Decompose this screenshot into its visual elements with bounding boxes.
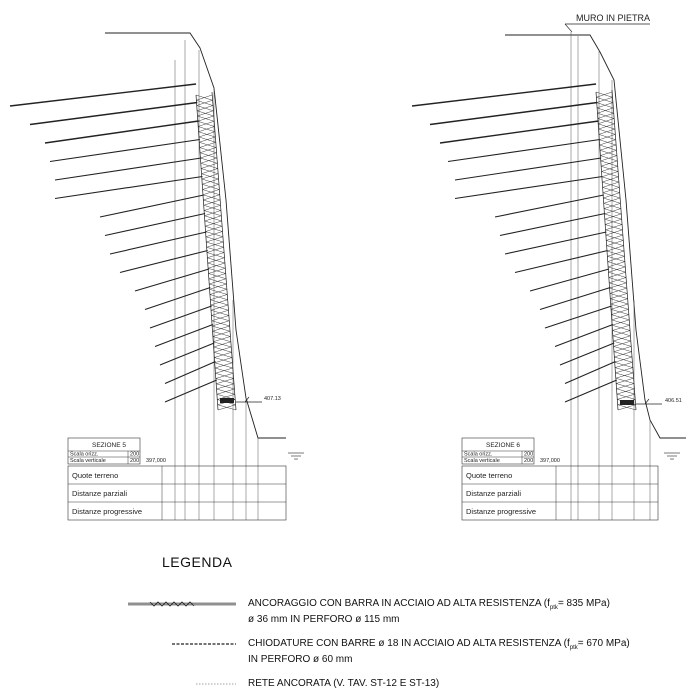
scale-v-label-left: Scala verticale bbox=[70, 458, 106, 464]
anchor-bar bbox=[109, 231, 207, 255]
anchor-bar bbox=[154, 323, 214, 348]
row-label-progressive-right: Distanze progressive bbox=[466, 507, 536, 516]
anchor-bar bbox=[54, 175, 203, 200]
section-5-verticals bbox=[174, 40, 259, 520]
anchored-net-band-left bbox=[195, 91, 237, 411]
anchor-bar bbox=[134, 268, 210, 292]
terrain-profile bbox=[105, 32, 286, 439]
anchor-bar bbox=[149, 305, 212, 329]
water-symbol-right bbox=[664, 452, 680, 460]
anchor-bars-right bbox=[411, 83, 618, 403]
anchor-bar bbox=[119, 249, 208, 274]
anchor-bar bbox=[54, 157, 202, 181]
wall-label: MURO IN PIETRA bbox=[576, 13, 650, 23]
anchor-bar bbox=[429, 101, 598, 126]
legend-anchor-line2: ø 36 mm IN PERFORO ø 115 mm bbox=[248, 614, 400, 625]
anchor-bar bbox=[454, 175, 603, 200]
legend-item-anchor: ANCORAGGIO CON BARRA IN ACCIAIO AD ALTA … bbox=[248, 598, 610, 626]
datum-left: 397,000 bbox=[146, 458, 166, 464]
anchor-bar bbox=[49, 138, 200, 163]
scale-h-value-left: 200 bbox=[130, 452, 139, 458]
row-label-parziali-left: Distanze parziali bbox=[72, 489, 127, 498]
section-title-right: SEZIONE 6 bbox=[486, 442, 520, 449]
anchor-bar bbox=[554, 323, 614, 348]
legend-item-net: RETE ANCORATA (V. TAV. ST-12 E ST-13) bbox=[248, 678, 440, 689]
anchor-bar bbox=[499, 212, 606, 237]
section-title-left: SEZIONE 5 bbox=[92, 442, 126, 449]
section-6-title-block: SEZIONE 6 Scala orizz. 200 Scala vertica… bbox=[461, 437, 560, 465]
anchor-bar bbox=[439, 120, 599, 144]
anchor-bar bbox=[564, 360, 616, 385]
anchor-bar bbox=[411, 83, 597, 107]
anchor-bar bbox=[539, 286, 611, 311]
legend-nail-line2: IN PERFORO ø 60 mm bbox=[248, 654, 353, 665]
scale-v-value-right: 200 bbox=[524, 458, 533, 464]
anchor-bar bbox=[447, 138, 600, 163]
row-label-progressive-left: Distanze progressive bbox=[72, 507, 142, 516]
anchor-bar bbox=[514, 249, 608, 274]
elevation-label-right: 406.51 bbox=[665, 398, 682, 404]
section-5-drawing: 407.13 SEZIONE 5 Scala orizz. 200 Scala … bbox=[9, 32, 304, 521]
row-label-quote-left: Quote terreno bbox=[72, 471, 118, 480]
scale-v-label-right: Scala verticale bbox=[464, 458, 500, 464]
legend-title: LEGENDA bbox=[162, 554, 233, 570]
legend-nail-line1: CHIODATURE CON BARRE ø 18 IN ACCIAIO AD … bbox=[248, 638, 630, 651]
scale-v-value-left: 200 bbox=[130, 458, 139, 464]
datum-right: 397,000 bbox=[540, 458, 560, 464]
anchor-bar bbox=[144, 286, 211, 311]
legend-symbol-anchor bbox=[128, 601, 236, 607]
anchor-bar bbox=[9, 83, 197, 107]
anchor-bar bbox=[564, 379, 618, 403]
terrain-profile-right bbox=[505, 34, 686, 439]
elevation-marker-right: 406.51 bbox=[620, 398, 682, 405]
elevation-marker-left: 407.13 bbox=[220, 396, 281, 403]
anchor-bar bbox=[99, 194, 204, 218]
section-5-data-table: Quote terreno Distanze parziali Distanze… bbox=[67, 465, 287, 521]
legend-anchor-line1: ANCORAGGIO CON BARRA IN ACCIAIO AD ALTA … bbox=[248, 598, 610, 611]
legend-item-nail: CHIODATURE CON BARRE ø 18 IN ACCIAIO AD … bbox=[248, 638, 630, 666]
anchor-bar bbox=[529, 268, 610, 292]
elevation-label-left: 407.13 bbox=[264, 396, 281, 402]
anchor-bar bbox=[164, 379, 218, 403]
section-6-data-table: Quote terreno Distanze parziali Distanze… bbox=[461, 465, 659, 521]
anchor-bar bbox=[104, 212, 206, 237]
row-label-quote-right: Quote terreno bbox=[466, 471, 512, 480]
anchor-bar bbox=[494, 194, 604, 218]
scale-h-value-right: 200 bbox=[524, 452, 533, 458]
anchor-bar bbox=[454, 157, 602, 181]
section-5-title-block: SEZIONE 5 Scala orizz. 200 Scala vertica… bbox=[67, 437, 166, 465]
section-6-drawing: MURO IN PIETRA 406.51 bbox=[411, 13, 686, 521]
anchor-bar bbox=[29, 101, 198, 126]
scale-h-label-right: Scala orizz. bbox=[464, 452, 493, 458]
row-label-parziali-right: Distanze parziali bbox=[466, 489, 521, 498]
anchor-bar bbox=[559, 342, 615, 366]
anchor-bar bbox=[504, 231, 607, 255]
anchor-bars-left bbox=[9, 83, 218, 403]
anchor-bar bbox=[44, 120, 199, 144]
anchor-bar bbox=[544, 305, 612, 329]
water-symbol-left bbox=[288, 452, 304, 460]
scale-h-label-left: Scala orizz. bbox=[70, 452, 99, 458]
anchor-bar bbox=[159, 342, 215, 366]
anchor-bar bbox=[164, 360, 216, 385]
